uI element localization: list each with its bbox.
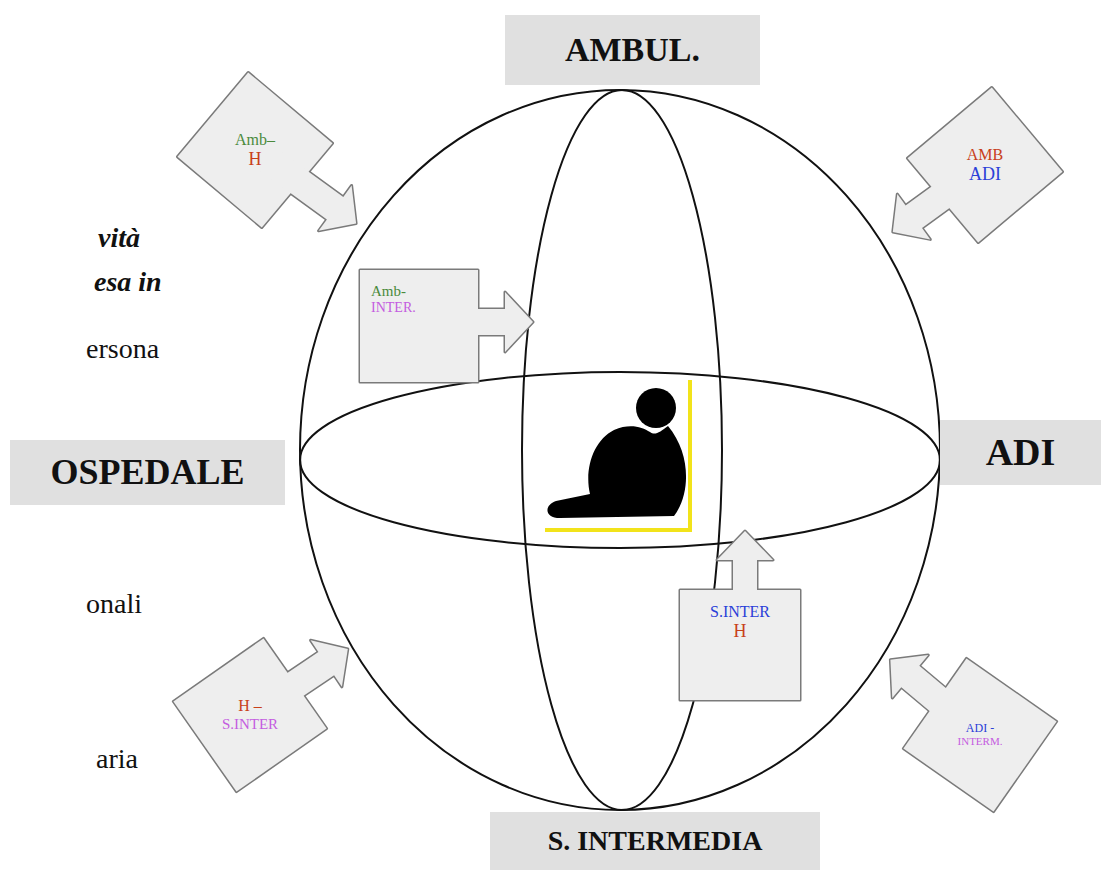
text-group: Amb–H (235, 130, 275, 171)
node-text: ADI - (958, 721, 1003, 735)
side-text-fragment: esa in (94, 266, 162, 298)
section-label: OSPEDALE (10, 440, 285, 505)
section-label: AMBUL. (505, 15, 760, 85)
node-text: AMB (967, 145, 1003, 164)
node-text: AMBUL. (565, 30, 700, 71)
node-text: OSPEDALE (50, 451, 244, 494)
node-text: ADI (967, 164, 1003, 186)
node-text: H (235, 149, 275, 171)
text-group: S. INTERMEDIA (548, 824, 763, 858)
node-outline (170, 55, 370, 255)
text-group: AMBUL. (565, 30, 700, 71)
text-group: ADI (986, 430, 1056, 476)
side-text-fragment: onali (86, 588, 142, 620)
node-text: INTERM. (958, 736, 1003, 749)
arrow-tile: ADI -INTERM. (875, 640, 1075, 840)
node-text: S.INTER (710, 602, 770, 621)
side-text-fragment: aria (96, 743, 138, 775)
text-group: S.INTERH (710, 602, 770, 643)
node-text: H – (222, 696, 278, 715)
arrow-tile: H –S.INTER (160, 630, 360, 810)
node-text: H (710, 621, 770, 643)
text-group: ADI -INTERM. (958, 721, 1003, 749)
side-text-fragment: ersona (86, 333, 159, 365)
section-label: ADI (940, 420, 1101, 485)
section-label: S. INTERMEDIA (490, 812, 820, 870)
arrow-tile: AMBADI (880, 85, 1080, 265)
node-text: INTER. (371, 300, 416, 317)
side-text-fragment: vità (98, 222, 140, 254)
node-text: S.INTER (222, 716, 278, 734)
text-group: AMBADI (967, 145, 1003, 186)
arrow-box: S.INTERH (675, 528, 810, 706)
node-text: Amb– (235, 130, 275, 149)
arrow-tile: Amb–H (170, 55, 370, 255)
text-group: Amb-INTER. (371, 282, 416, 317)
node-outline (355, 262, 535, 387)
node-text: Amb- (371, 282, 416, 300)
text-group: OSPEDALE (50, 451, 244, 494)
node-text: S. INTERMEDIA (548, 824, 763, 858)
node-text: ADI (986, 430, 1056, 476)
text-group: H –S.INTER (222, 696, 278, 733)
arrow-box: Amb-INTER. (355, 262, 535, 387)
